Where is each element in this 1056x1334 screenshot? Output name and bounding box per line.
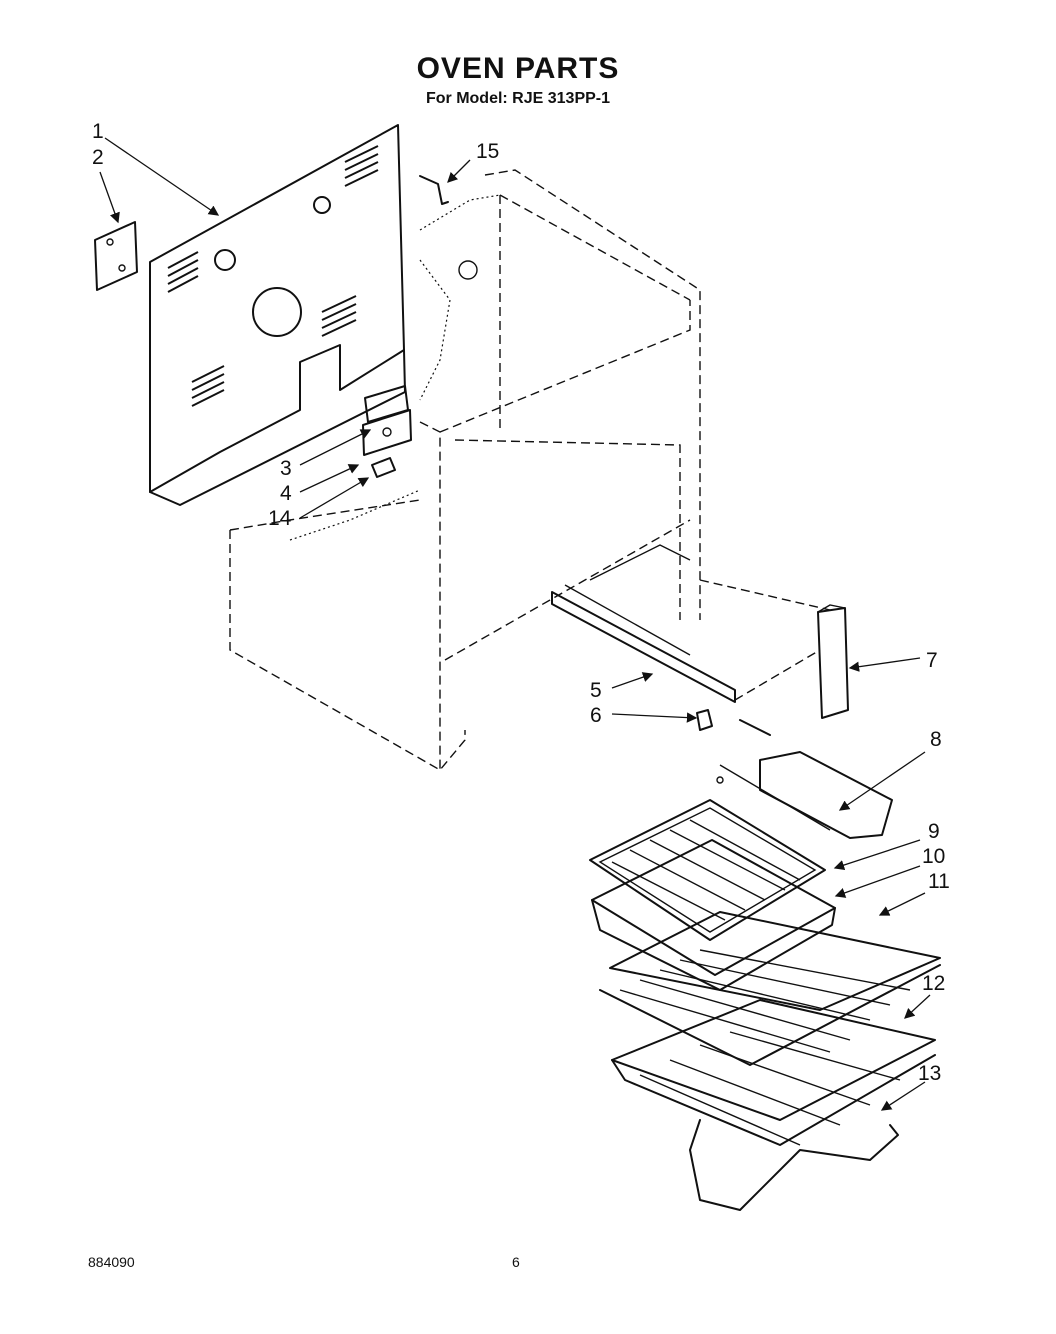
callout-5: 5 [590,679,602,702]
callout-7: 7 [926,649,938,672]
callout-14: 14 [268,507,292,530]
oven-cabinet-outline [229,169,701,771]
callout-12: 12 [922,972,945,995]
clip-part-15 [419,175,449,205]
callout-3: 3 [280,457,292,480]
bake-element-part-8 [716,719,893,839]
document-number: 884090 [88,1254,135,1270]
clip-part-6 [696,709,713,731]
oven-rack-part-11 [599,911,941,1066]
page-number: 6 [512,1254,520,1270]
callout-6: 6 [590,704,602,727]
callout-4: 4 [280,482,292,505]
broil-element-part-13 [689,1119,899,1211]
callout-13: 13 [918,1062,941,1085]
callout-11: 11 [928,870,950,893]
back-panel-part-1 [149,124,406,506]
callout-9: 9 [928,820,940,843]
bracket-part-7 [699,579,849,719]
callout-2: 2 [92,146,104,169]
callout-leaders [99,137,931,1111]
oven-rack-part-12 [611,999,936,1146]
broiler-grid-part-9 [589,799,826,941]
rail-part-5 [551,544,736,703]
callout-10: 10 [922,845,945,868]
callout-1: 1 [92,120,104,143]
bracket-part-3 [362,385,412,456]
bracket-part-2 [94,221,138,291]
callout-8: 8 [930,728,942,751]
page-title: OVEN PARTS [416,52,620,85]
callout-15: 15 [476,140,499,163]
model-subtitle: For Model: RJE 313PP-1 [425,90,611,107]
clip-part-4 [371,457,396,478]
